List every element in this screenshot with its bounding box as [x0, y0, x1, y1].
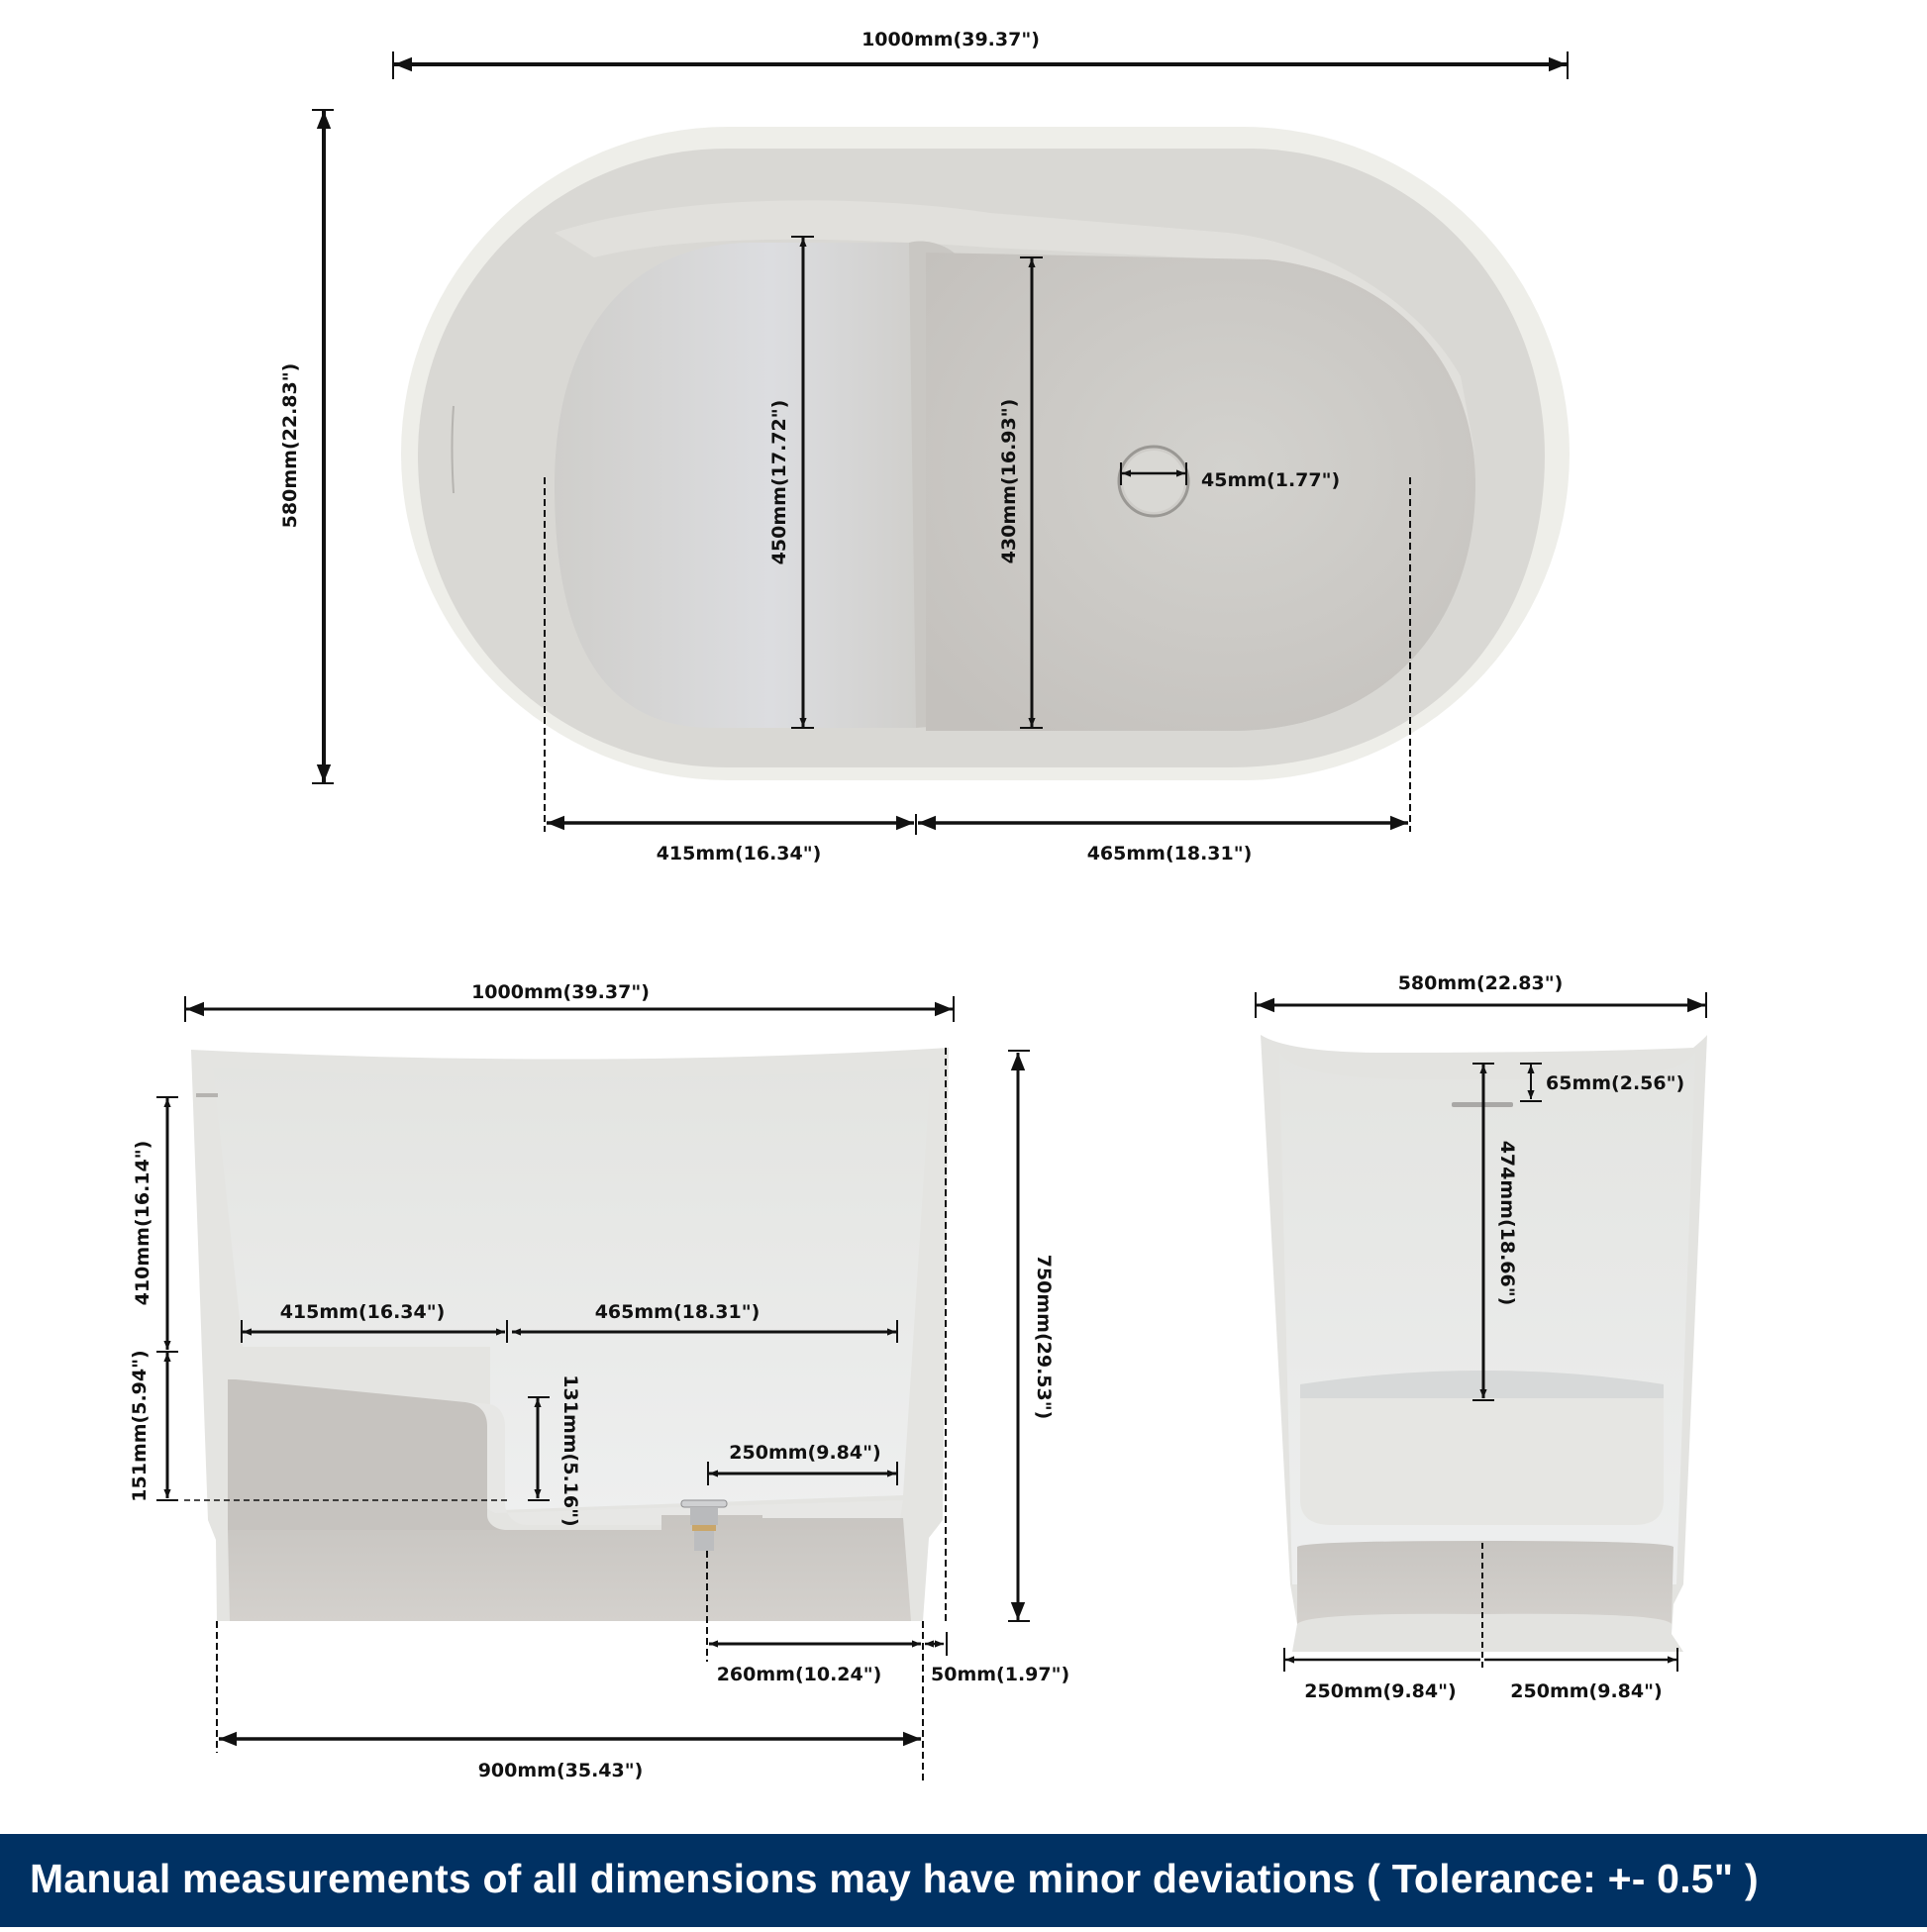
half-width-right-label: 250mm(9.84")	[1510, 1680, 1662, 1702]
drain-offset-label: 260mm(10.24")	[717, 1664, 882, 1685]
overall-height-label: 750mm(29.53")	[1033, 1255, 1055, 1420]
side-basin-length-label: 465mm(18.31")	[595, 1301, 761, 1323]
end-seat	[1300, 1371, 1664, 1525]
seat-area	[555, 243, 916, 728]
overflow-slot	[196, 1093, 218, 1097]
drain-diameter-label: 45mm(1.77")	[1201, 469, 1340, 491]
side-view: 1000mm(39.37") 410mm(16.14") 151mm(5.94"…	[129, 981, 1069, 1782]
end-base-cavity	[1297, 1541, 1673, 1624]
seat-depth-label: 450mm(17.72")	[768, 400, 790, 565]
seat-height-lower-label: 151mm(5.94")	[129, 1350, 151, 1501]
half-width-left-label: 250mm(9.84")	[1304, 1680, 1456, 1702]
drain-icon	[1117, 445, 1190, 518]
base-length-label: 900mm(35.43")	[478, 1760, 644, 1781]
seat-to-rim-label: 474mm(18.66")	[1496, 1141, 1518, 1306]
end-view: 580mm(22.83") 65mm(2.56") 474mm(18.66") …	[1255, 972, 1707, 1702]
disclaimer-text: Manual measurements of all dimensions ma…	[30, 1856, 1759, 1901]
basin-floor	[926, 253, 1475, 731]
overflow-depth-label: 65mm(2.56")	[1546, 1072, 1684, 1094]
top-overall-width-label: 580mm(22.83")	[279, 363, 301, 529]
top-seat-length-label: 415mm(16.34")	[657, 843, 822, 864]
seat-height-upper-label: 410mm(16.14")	[132, 1141, 153, 1306]
disclaimer-banner: Manual measurements of all dimensions ma…	[0, 1834, 1927, 1927]
side-seat-length-label: 415mm(16.34")	[280, 1301, 446, 1323]
end-overall-width-label: 580mm(22.83")	[1398, 972, 1564, 994]
overflow-slot	[451, 405, 455, 494]
top-overall-length-label: 1000mm(39.37")	[862, 29, 1040, 51]
drain-fitting-icon	[680, 1499, 728, 1551]
top-basin-length-label: 465mm(18.31")	[1087, 843, 1253, 864]
side-inner-wall	[213, 1068, 931, 1510]
basin-depth-label: 430mm(16.93")	[998, 399, 1020, 564]
step-height-label: 131mm(5.16")	[559, 1374, 581, 1526]
drain-to-wall-label: 250mm(9.84")	[729, 1442, 880, 1464]
side-overall-length-label: 1000mm(39.37")	[471, 981, 650, 1003]
side-base	[228, 1515, 911, 1621]
top-view: 1000mm(39.37") 580mm(22.83") 450mm(17.72…	[279, 29, 1570, 864]
seat-cavity	[228, 1379, 507, 1530]
base-inset-label: 50mm(1.97")	[931, 1664, 1069, 1685]
tub-rim-slope	[555, 200, 1475, 456]
